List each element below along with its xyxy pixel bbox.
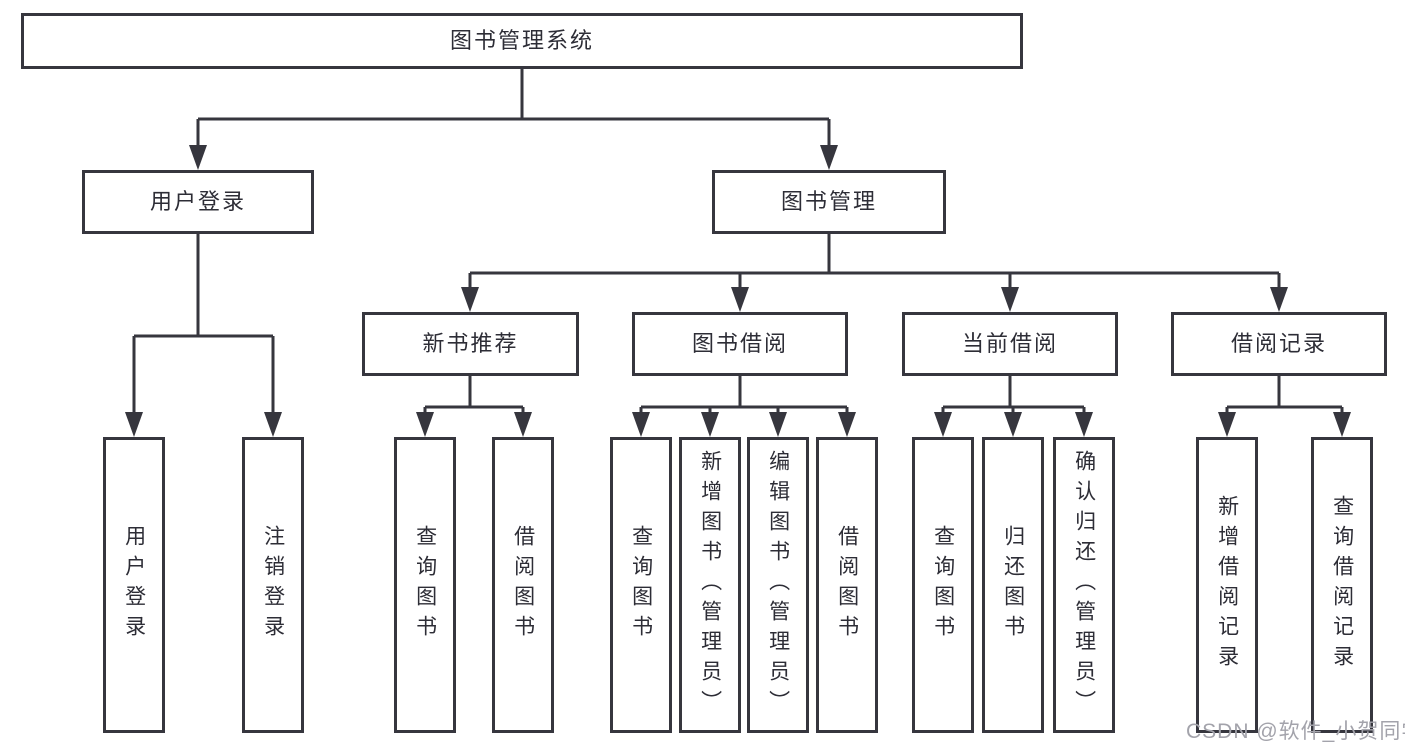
node-current-borrowing: 当前借阅 [902, 312, 1118, 376]
node-user-login: 用户登录 [82, 170, 314, 234]
leaf-query-books-borrowing: 查询图书 [610, 437, 672, 733]
leaf-query-books-current: 查询图书 [912, 437, 974, 733]
node-borrowing-records: 借阅记录 [1171, 312, 1387, 376]
csdn-watermark: CSDN @软件_小贺同学 [1186, 720, 1405, 743]
leaf-borrow-books-recommend: 借阅图书 [492, 437, 554, 733]
leaf-borrow-books: 借阅图书 [816, 437, 878, 733]
leaf-edit-books-admin: 编辑图书（管理员） [747, 437, 809, 733]
node-book-borrowing: 图书借阅 [632, 312, 848, 376]
leaf-confirm-return-admin: 确认归还（管理员） [1053, 437, 1115, 733]
leaf-query-borrow-record: 查询借阅记录 [1311, 437, 1373, 733]
leaf-add-books-admin: 新增图书（管理员） [679, 437, 741, 733]
leaf-query-books-recommend: 查询图书 [394, 437, 456, 733]
leaf-logout: 注销登录 [242, 437, 304, 733]
arrowhead-icons [125, 145, 1351, 437]
node-new-book-recommend: 新书推荐 [362, 312, 579, 376]
leaf-user-login: 用户登录 [103, 437, 165, 733]
leaf-add-borrow-record: 新增借阅记录 [1196, 437, 1258, 733]
leaf-return-books: 归还图书 [982, 437, 1044, 733]
node-book-management: 图书管理 [712, 170, 946, 234]
node-library-management-system: 图书管理系统 [21, 13, 1023, 69]
